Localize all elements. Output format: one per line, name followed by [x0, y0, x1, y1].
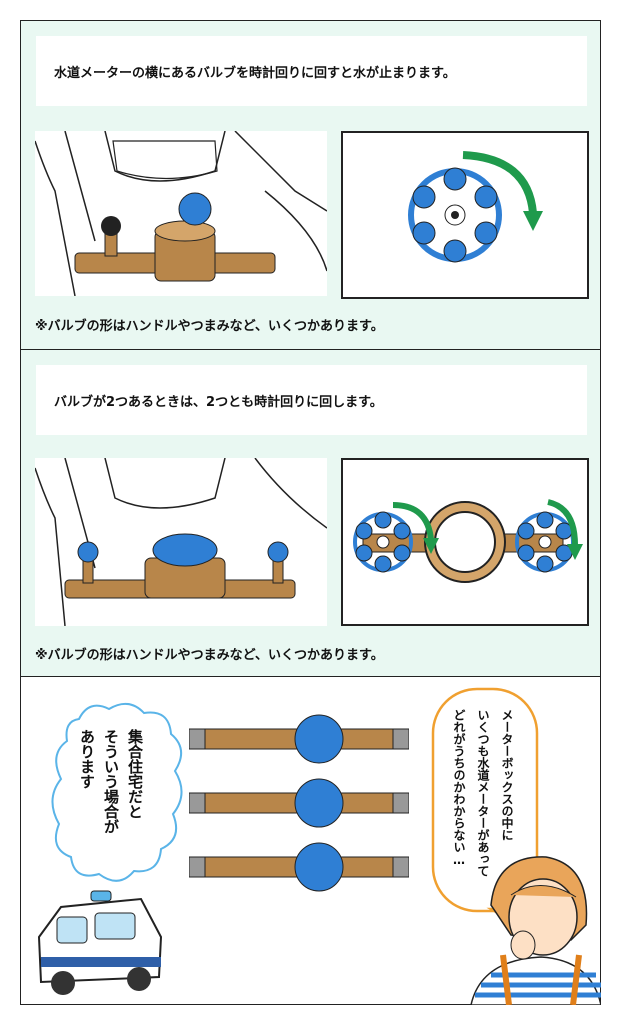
- worried-woman-illustration: [451, 845, 601, 1005]
- double-valve-zoom-box: [341, 458, 589, 626]
- meter-box-illustration: [35, 131, 327, 296]
- right-clockwise-arrow-icon: [547, 499, 578, 546]
- meter-ring-icon: [424, 501, 506, 583]
- left-clockwise-arrow-icon: [392, 502, 434, 541]
- left-valve-handle-icon: [353, 511, 413, 573]
- left-bubble-line-2: そういう場合が: [102, 729, 120, 834]
- panel1-note: ※バルブの形はハンドルやつまみなど、いくつかあります。: [35, 319, 384, 334]
- panel1-caption: 水道メーターの横にあるバルブを時計回りに回すと水が止まります。: [36, 36, 587, 106]
- panel2-note: ※バルブの形はハンドルやつまみなど、いくつかあります。: [35, 648, 384, 663]
- left-bubble-line-1: 集合住宅だと: [126, 729, 144, 819]
- multiple-meters-illustration: [189, 703, 409, 893]
- clockwise-arrow-icon: [462, 151, 537, 214]
- panel-valve-single: 水道メーターの横にあるバルブを時計回りに回すと水が止まります。: [20, 20, 601, 350]
- left-speech-bubble: 集合住宅だと そういう場合が あります: [49, 699, 189, 889]
- panel-valve-double: バルブが2つあるときは、2つとも時計回りに回します。: [20, 349, 601, 677]
- water-meter-icon: [189, 842, 409, 892]
- water-meter-icon: [189, 714, 409, 764]
- valve-zoom-box: [341, 131, 589, 299]
- valve-handle-icon: [408, 167, 502, 263]
- right-bubble-line-1: メーターボックスの中に: [500, 709, 514, 841]
- left-bubble-line-3: あります: [78, 729, 96, 789]
- meter-box-double-illustration: [35, 458, 327, 626]
- service-car-illustration: [21, 877, 181, 1005]
- right-bubble-line-2: いくつも水道メーターがあって: [476, 709, 490, 877]
- panel-apartment: 集合住宅だと そういう場合が あります: [20, 676, 601, 1005]
- panel2-caption: バルブが2つあるときは、2つとも時計回りに回します。: [36, 365, 587, 435]
- water-meter-icon: [189, 778, 409, 828]
- right-bubble-line-3: どれがうちのかわからない…: [452, 709, 466, 867]
